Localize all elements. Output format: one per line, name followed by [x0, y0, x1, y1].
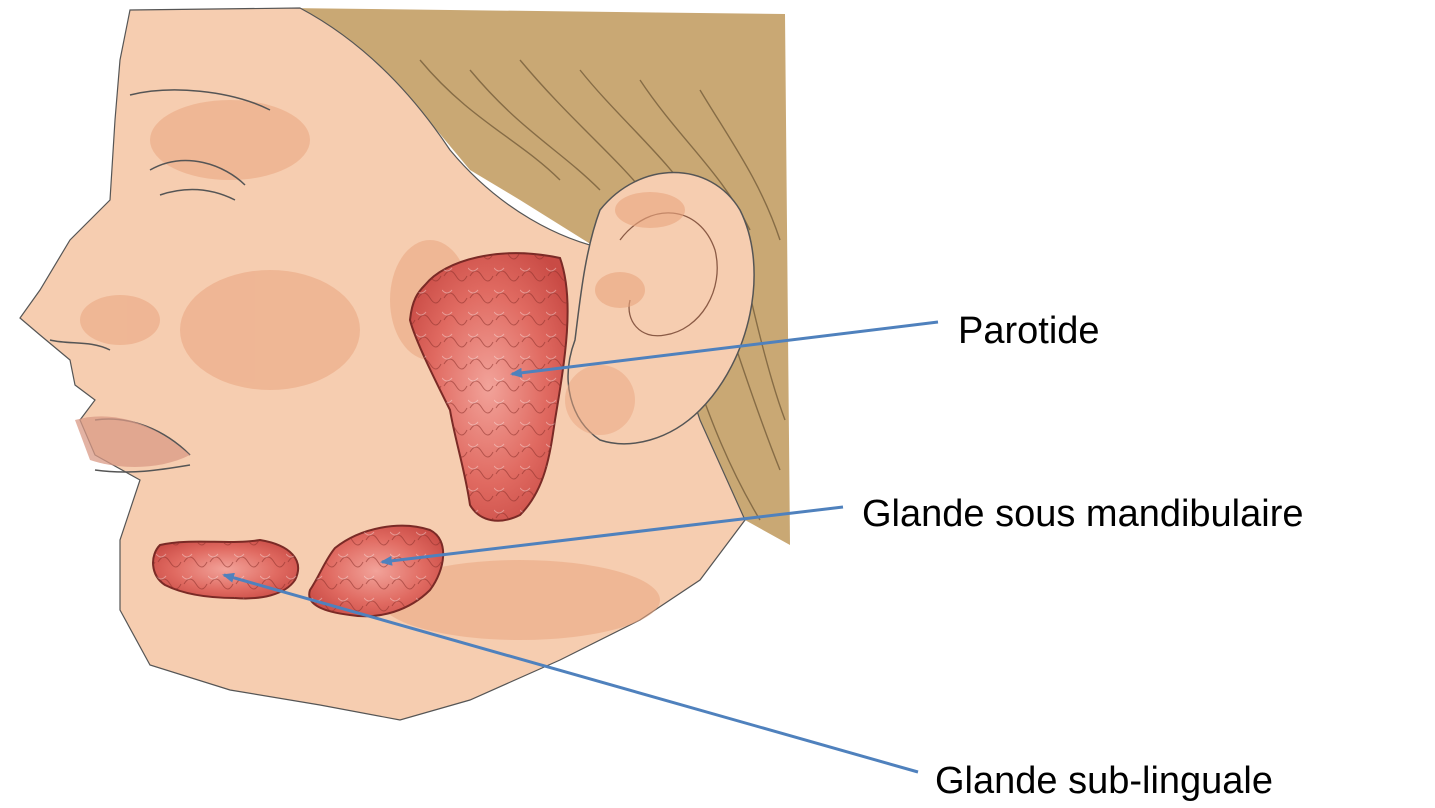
parotid-label: Parotide: [958, 312, 1100, 350]
submandibular-label: Glande sous mandibulaire: [862, 495, 1304, 533]
sublingual-label: Glande sub-linguale: [935, 762, 1273, 800]
